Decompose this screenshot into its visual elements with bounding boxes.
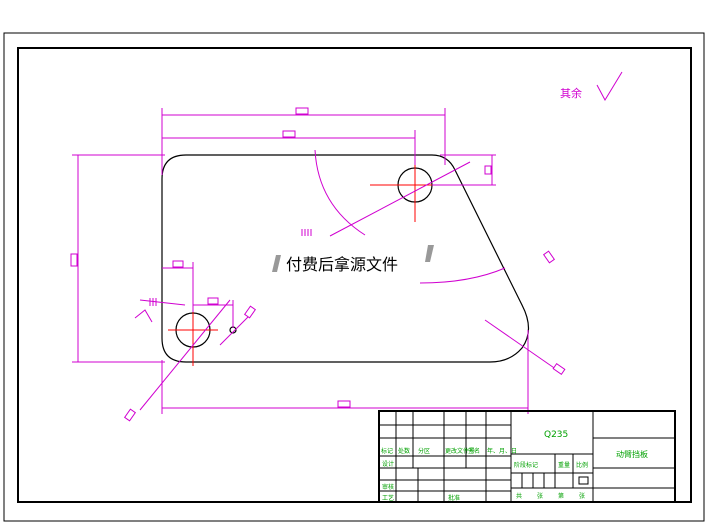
process-label: 工艺	[382, 494, 394, 502]
dimension-text-boxes	[70, 107, 566, 422]
header-label: 签名	[468, 447, 480, 455]
sheet-label: 张	[537, 492, 543, 500]
annotation-marks	[134, 229, 312, 323]
part-name-text: 动臂挡板	[616, 449, 648, 459]
header-label: 年、月、日	[487, 447, 517, 455]
outer-frame	[3, 32, 705, 522]
inner-frame	[17, 47, 692, 503]
sheet-label: 第	[558, 492, 564, 500]
roughness-note: 其余	[560, 71, 623, 102]
reviewer-label: 审核	[382, 483, 394, 491]
header-label: 分区	[418, 447, 430, 455]
header-label: 处数	[398, 447, 410, 455]
watermark-text: 付费后拿源文件	[286, 255, 398, 274]
watermark: 付费后拿源文件	[272, 245, 434, 274]
designer-label: 设计	[382, 460, 394, 468]
title-block: Q235 动臂挡板 标记 处数 分区 更改文件号 签名 年、月、日 设计 审核 …	[378, 410, 676, 503]
stage-label: 阶段标记	[514, 461, 538, 469]
weight-label: 重量	[558, 461, 570, 469]
material-text: Q235	[544, 430, 568, 440]
sheet-label: 共	[516, 492, 522, 500]
roughness-label: 其余	[560, 86, 582, 100]
dimension-lines	[72, 108, 561, 414]
header-label: 更改文件号	[445, 447, 475, 455]
approval-label: 批准	[448, 494, 460, 502]
part-outline	[161, 154, 530, 363]
header-label: 标记	[381, 447, 393, 455]
sheet-label: 张	[579, 492, 585, 500]
scale-label: 比例	[576, 461, 588, 469]
roughness-symbol-icon	[596, 71, 623, 102]
